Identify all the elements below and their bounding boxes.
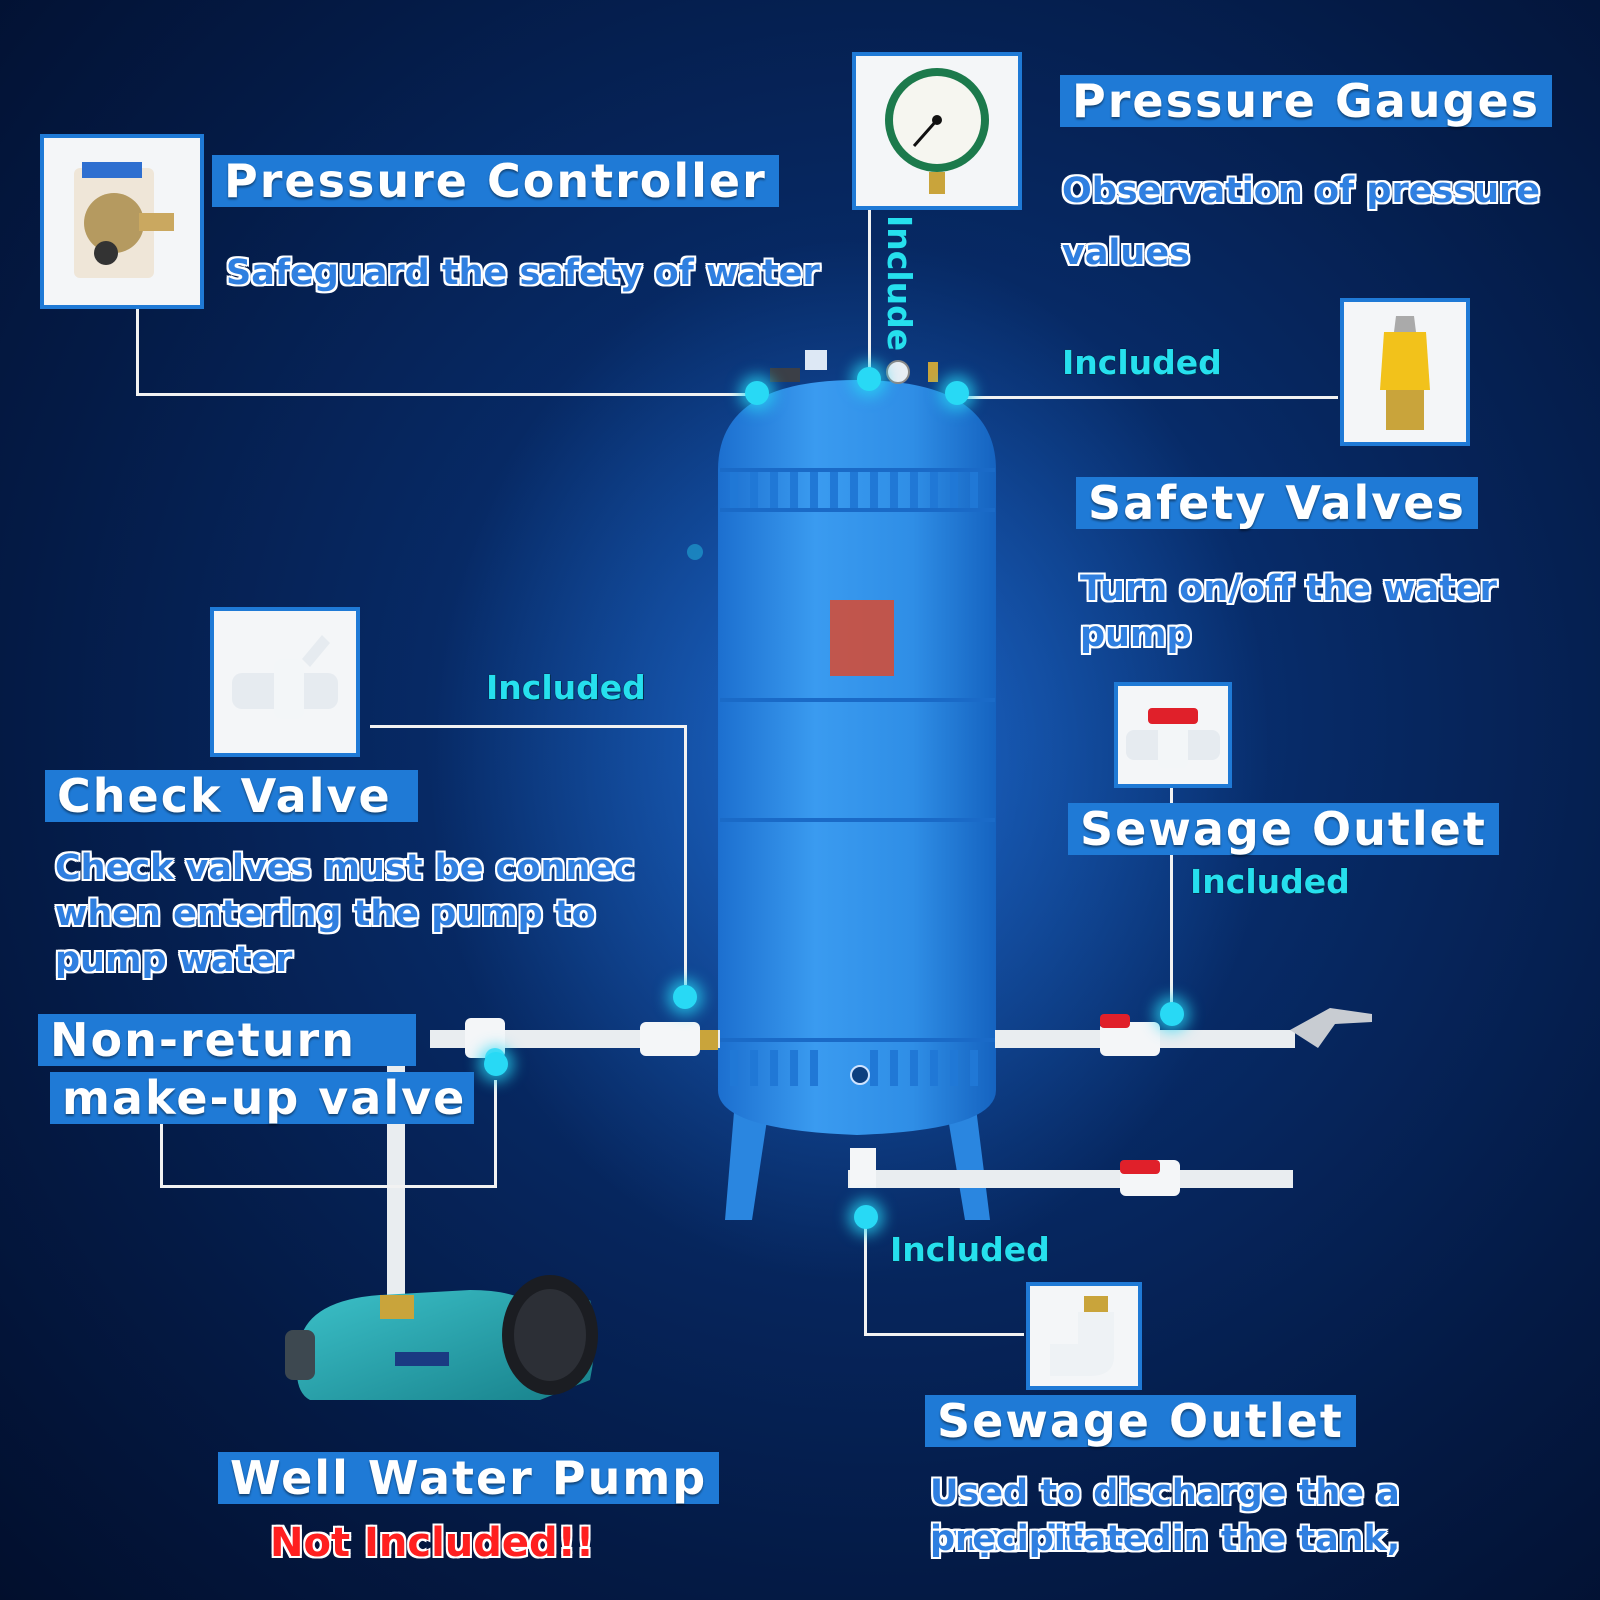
sewage-outlet-lower-desc-2: precipitatedin the tank, [930, 1519, 1401, 1559]
non-return-title-1: Non-return [38, 1014, 416, 1067]
check-valve-desc-2: when entering the pump to [55, 894, 596, 934]
ball-valve-icon [1126, 708, 1220, 768]
pressure-gauges-desc-2: values [1062, 233, 1190, 273]
connector-controller-v [136, 305, 139, 395]
drain-pipe [848, 1148, 1293, 1196]
tank-top-ribs [720, 468, 995, 512]
tank-body [718, 380, 996, 1135]
check-valve-title: Check Valve [45, 770, 418, 823]
non-return-title-2: make-up valve [50, 1072, 475, 1125]
well-water-pump-not-included: Not Included!! [270, 1520, 595, 1566]
safety-valve-icon [1380, 316, 1430, 430]
tank-leg-right [945, 1100, 990, 1220]
sewage-outlet-lower-title: Sewage Outlet [925, 1395, 1356, 1448]
pressure-controller-title: Pressure Controller [212, 155, 779, 208]
safety-valves-desc-1: Turn on/off the water [1080, 569, 1497, 609]
safety-valve-included: Included [1062, 343, 1222, 382]
pressure-controller-thumbnail [40, 134, 204, 309]
connector-nonreturn-left [160, 1092, 163, 1187]
dot-check-valve [673, 985, 697, 1009]
pressure-controller-icon [74, 162, 174, 278]
check-valve-thumbnail [210, 607, 360, 757]
safety-valves-desc-2: pump [1080, 615, 1192, 655]
tank-port [850, 1065, 870, 1085]
tank-top-fins [730, 472, 978, 508]
ball-valve-thumbnail [1114, 682, 1232, 788]
tank-seams [720, 698, 995, 1042]
main-pipe [430, 1008, 1372, 1058]
dot-non-return [484, 1052, 508, 1076]
connector-controller-h [136, 393, 756, 396]
well-water-pump-title: Well Water Pump [218, 1452, 720, 1505]
pressure-gauge-included: Include [880, 215, 919, 352]
tank-leg-left [725, 1100, 770, 1220]
connector-sewage-lower-h [864, 1333, 1024, 1336]
pressure-gauges-desc-1: Observation of pressure [1062, 171, 1541, 211]
tank-bottom-fins [730, 1050, 978, 1086]
safety-valves-title: Safety Valves [1076, 477, 1478, 530]
check-valve-desc-1: Check valves must be connec [55, 848, 635, 888]
sewage-outlet-upper-title: Sewage Outlet [1068, 803, 1499, 856]
sewage-outlet-upper-included: Included [1190, 862, 1350, 901]
dot-controller [745, 381, 769, 405]
connector-nonreturn-right [494, 1080, 497, 1188]
safety-valve-thumbnail [1340, 298, 1470, 446]
pressure-gauges-title: Pressure Gauges [1060, 75, 1553, 128]
dot-safety [945, 381, 969, 405]
check-valve-icon [232, 635, 338, 719]
pressure-controller-desc: Safeguard the safety of water [226, 253, 820, 293]
connector-nonreturn-bottom [160, 1185, 497, 1188]
dot-sewage-lower [854, 1205, 878, 1229]
water-pump [285, 1275, 598, 1400]
connector-gauge-v [868, 205, 871, 380]
connector-safety-h [950, 396, 1338, 399]
check-valve-included: Included [486, 668, 646, 707]
connector-sewage-lower-v [864, 1225, 867, 1335]
sewage-outlet-lower-included: Included [890, 1230, 1050, 1269]
dot-gauge [857, 367, 881, 391]
connector-check-h [370, 725, 686, 728]
elbow-fitting-thumbnail [1026, 1282, 1142, 1390]
connector-sewage-upper-v [1170, 786, 1173, 1006]
elbow-fitting-icon [1050, 1296, 1114, 1376]
check-valve-desc-3: pump water [55, 940, 293, 980]
tank-label [830, 600, 894, 676]
connector-check-v [684, 725, 687, 985]
pressure-gauge-thumbnail [852, 52, 1022, 210]
pressure-gauge-icon [885, 68, 989, 194]
sewage-outlet-lower-desc-1: Used to discharge the a impurities [930, 1473, 1400, 1559]
dot-sewage-upper [1160, 1002, 1184, 1026]
